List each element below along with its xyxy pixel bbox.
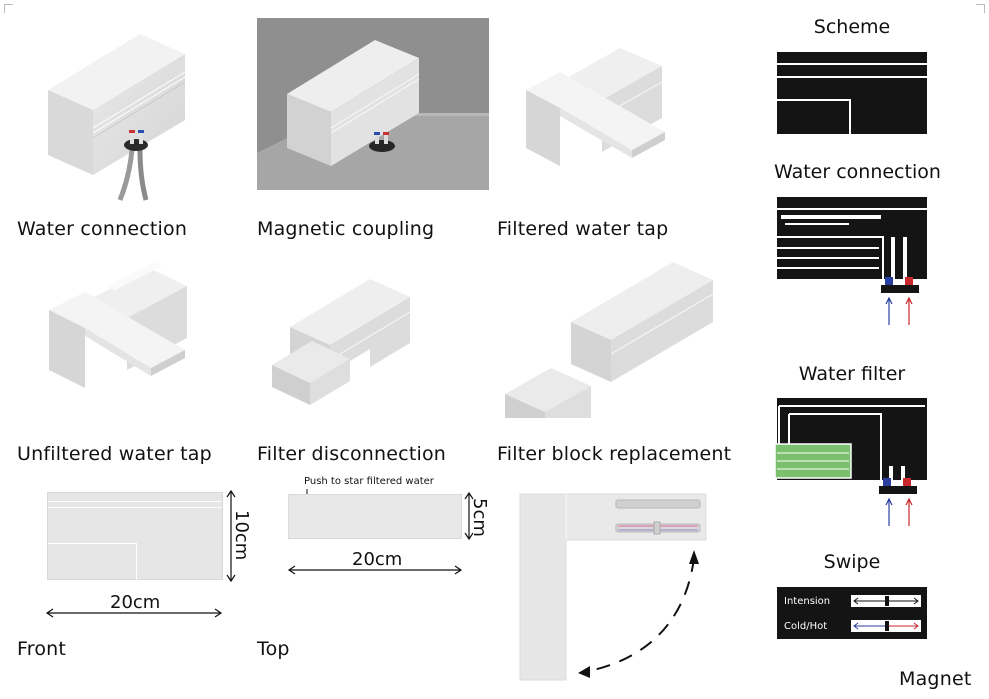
sidebar-title-scheme: Scheme xyxy=(813,16,891,38)
caption-filter-disconnection: Filter disconnection xyxy=(257,443,447,465)
swipe-panel: Intension Cold/Hot xyxy=(777,587,927,639)
front-width-arrow xyxy=(45,608,223,618)
top-width-label: 20cm xyxy=(352,549,403,570)
caption-top: Top xyxy=(257,638,290,660)
front-height-arrow xyxy=(226,489,236,583)
cold-hot-slider-track xyxy=(853,621,919,631)
crop-mark-top-left xyxy=(4,4,13,13)
top-depth-label: 5cm xyxy=(469,498,490,537)
swipe-arrow-dashed xyxy=(578,550,699,678)
front-width-label: 20cm xyxy=(110,592,161,613)
crop-mark-top-right xyxy=(976,4,985,13)
swipe-label-intension: Intension xyxy=(784,596,831,607)
top-width-arrow xyxy=(287,565,463,575)
top-view-note: Push to star filtered water xyxy=(304,476,434,487)
sidebar-title-swipe: Swipe xyxy=(823,551,881,573)
front-height-label: 10cm xyxy=(231,510,252,561)
cold-hot-slider[interactable] xyxy=(851,620,921,632)
intension-slider-track xyxy=(853,596,919,606)
label-magnet: Magnet xyxy=(899,668,972,690)
caption-front: Front xyxy=(17,638,67,660)
caption-filter-replacement: Filter block replacement xyxy=(497,443,732,465)
water-connection-diagram xyxy=(777,197,927,325)
front-view-inner-frame xyxy=(48,543,137,580)
swipe-label-cold-hot: Cold/Hot xyxy=(784,621,828,632)
sidebar-title-water-filter: Water filter xyxy=(798,363,906,385)
sidebar-title-water-connection: Water connection xyxy=(774,161,941,183)
render-unfiltered-tap xyxy=(49,262,187,388)
front-view-stripe xyxy=(48,507,222,508)
render-filter-replacement xyxy=(505,262,714,418)
caption-filtered-tap: Filtered water tap xyxy=(497,218,669,240)
water-filter-diagram xyxy=(774,398,927,526)
caption-magnetic-coupling: Magnetic coupling xyxy=(257,218,435,240)
front-view xyxy=(47,492,223,580)
intension-slider[interactable] xyxy=(851,595,921,607)
top-depth-arrow xyxy=(464,491,474,541)
render-filtered-tap xyxy=(526,48,665,166)
top-view xyxy=(288,494,462,539)
front-view-stripe xyxy=(48,501,222,502)
render-water-connection xyxy=(48,34,186,201)
scheme-diagram xyxy=(777,52,927,134)
caption-water-connection: Water connection xyxy=(17,218,188,240)
bottom-view-l-shape xyxy=(519,493,707,681)
caption-unfiltered-tap: Unfiltered water tap xyxy=(17,443,212,465)
render-filter-disconnection xyxy=(272,279,411,405)
render-magnetic-coupling xyxy=(257,18,489,190)
